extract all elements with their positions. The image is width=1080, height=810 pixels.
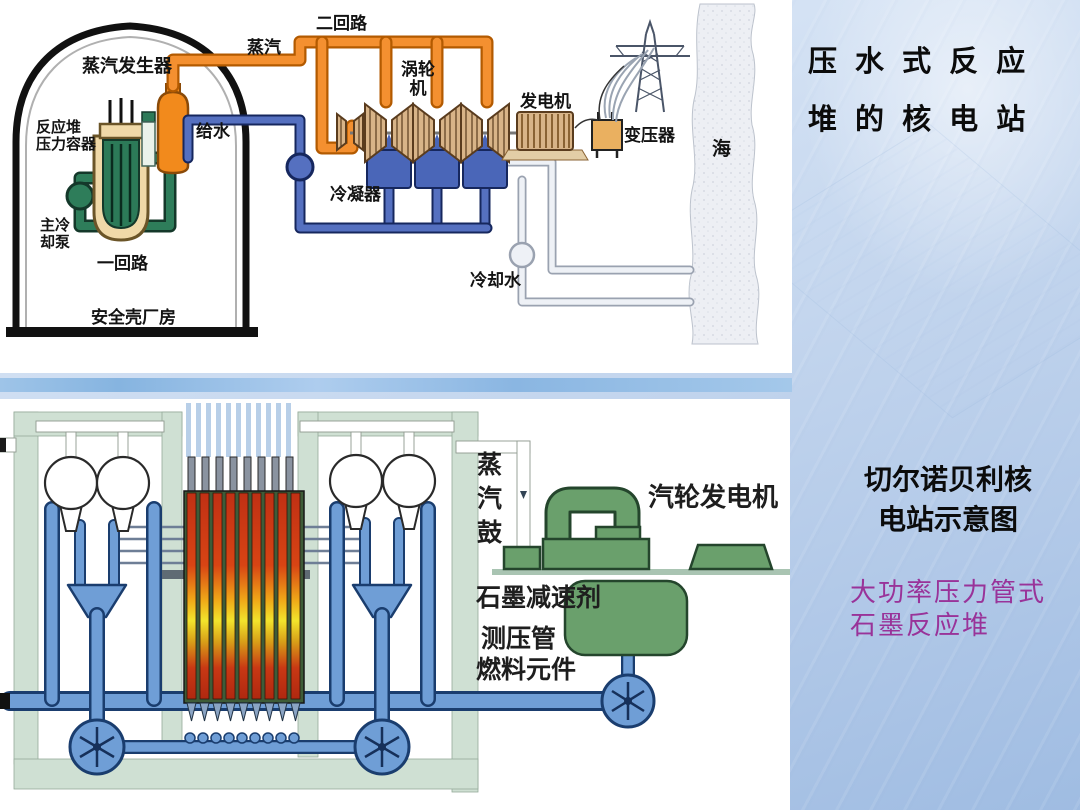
primary-loop-label: 一回路 <box>97 254 148 273</box>
steam-generator-label: 蒸汽发生器 <box>82 56 172 76</box>
rbmk-diagram <box>0 403 790 793</box>
pressure-tube-label: 测压管 <box>481 625 557 653</box>
cooling-water-pipes <box>500 157 695 307</box>
fuel-element-label: 燃料元件 <box>476 656 577 684</box>
turbine-label-line1: 涡轮 <box>401 60 435 79</box>
transmission-tower <box>574 18 690 129</box>
reactor-vessel-label: 反应堆 压力容器 <box>36 119 97 153</box>
reactor-core <box>183 403 305 722</box>
power-lines <box>603 47 655 123</box>
main-coolant-pump <box>65 181 95 211</box>
turbine-label: 涡轮 机 <box>396 60 440 98</box>
rbmk-subtitle-line2: 石墨反应堆 <box>850 610 991 640</box>
main-pump-label-line1: 主冷 <box>40 217 71 234</box>
turbines <box>336 101 510 165</box>
steam-label: 蒸汽 <box>247 38 281 57</box>
condenser-label: 冷凝器 <box>330 185 381 204</box>
pressurizer <box>141 111 156 167</box>
turbine-condenser-pot <box>563 579 689 657</box>
reactor-vessel-label-line1: 反应堆 <box>36 119 82 136</box>
secondary-loop-pipes <box>166 35 494 155</box>
main-pump-label-line2: 却泵 <box>40 233 71 251</box>
pwr-diagram <box>6 3 760 345</box>
funnel-loops <box>184 732 300 744</box>
transformer-label: 变压器 <box>624 126 675 145</box>
rbmk-pipes <box>0 501 635 754</box>
cooling-water-label: 冷却水 <box>470 271 521 290</box>
steam-flow-arrow <box>520 491 527 499</box>
cooling-water-pump <box>508 241 536 269</box>
reactor-pressure-vessel <box>92 98 150 242</box>
steam-drum-label: 蒸汽鼓 <box>473 451 502 553</box>
generator-wire <box>574 118 599 129</box>
pwr-title-line2: 堆 的 核 电 站 <box>808 104 1031 136</box>
fuel-channels <box>186 492 301 700</box>
steam-drums <box>43 453 437 532</box>
generator-label: 发电机 <box>520 92 571 111</box>
background-sketch-watermark <box>741 123 1080 419</box>
containment-label: 安全壳厂房 <box>91 308 176 327</box>
chernobyl-caption-line1: 切尔诺贝利核 <box>863 464 1032 495</box>
main-pump-label: 主冷 却泵 <box>40 217 71 251</box>
sea-label: 海 <box>712 139 732 160</box>
turbine-label-line2: 机 <box>409 78 427 98</box>
circulation-pumps <box>68 673 656 776</box>
generator <box>501 111 589 161</box>
pwr-diagram-image: 蒸汽发生器 蒸汽 二回路 涡轮 机 发电机 给水 反应堆 压力容器 主冷 却泵 … <box>0 0 792 373</box>
sea-band <box>688 3 760 345</box>
turbine-condensate-pump <box>600 673 656 729</box>
channel-tips <box>186 702 301 722</box>
graphite-moderator-label: 石墨减速剂 <box>476 584 602 612</box>
reactor-vessel-label-line2: 压力容器 <box>36 135 97 153</box>
secondary-loop-label: 二回路 <box>316 14 367 33</box>
rbmk-diagram-image: 蒸汽鼓 汽轮发电机 石墨减速剂 测压管 燃料元件 <box>0 399 790 810</box>
condensers <box>366 134 508 189</box>
chernobyl-caption-line2: 电站示意图 <box>877 504 1018 535</box>
condensate-pump <box>285 152 315 182</box>
control-rod-guides <box>186 403 291 457</box>
feedwater-label: 给水 <box>196 122 230 141</box>
rbmk-subtitle-line1: 大功率压力管式 <box>850 577 1047 607</box>
blue-divider-band <box>0 378 792 392</box>
pipe-stub-top <box>0 438 6 452</box>
pwr-title-line1: 压 水 式 反 应 <box>808 46 1031 78</box>
turbo-generator <box>492 486 790 657</box>
pipe-stub-bottom <box>0 693 10 709</box>
turbo-generator-label: 汽轮发电机 <box>648 482 779 512</box>
feedwater-pipes <box>182 114 493 234</box>
transformer <box>591 112 623 158</box>
